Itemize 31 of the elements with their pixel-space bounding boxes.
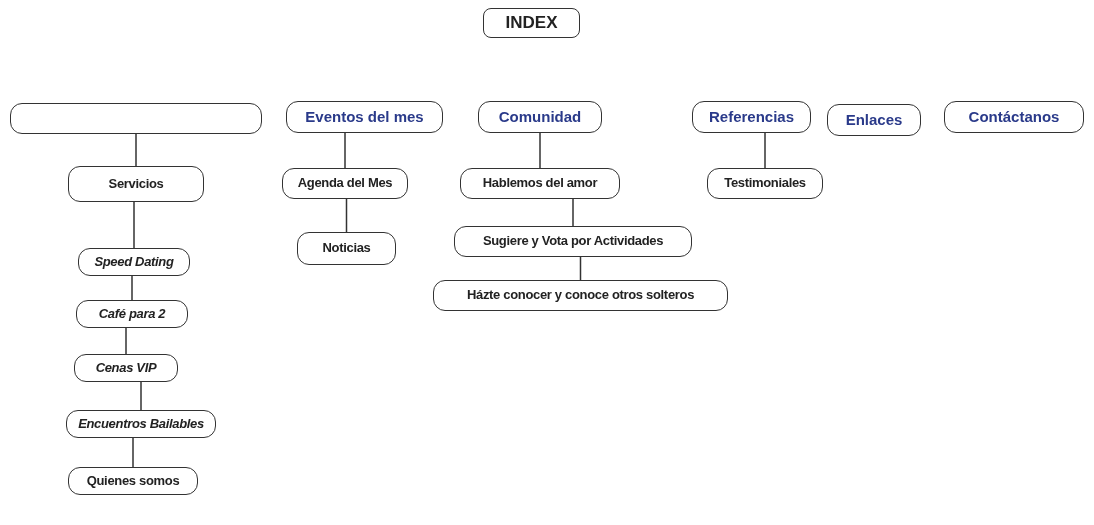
connector-line xyxy=(131,275,133,301)
connector-line xyxy=(344,132,346,169)
connector-line xyxy=(133,201,135,249)
menu-box: Speed Dating xyxy=(78,248,190,276)
menu-box: Encuentros Bailables xyxy=(66,410,216,438)
connector-line xyxy=(140,381,142,411)
menu-box: Hablemos del amor xyxy=(460,168,620,199)
menu-box: Agenda del Mes xyxy=(282,168,408,199)
connector-line xyxy=(572,198,574,227)
connector-line xyxy=(135,133,137,167)
menu-box: Comunidad xyxy=(478,101,602,133)
empty-box xyxy=(10,103,262,134)
menu-box: INDEX xyxy=(483,8,580,38)
menu-box: Enlaces xyxy=(827,104,921,136)
connector-line xyxy=(539,132,541,169)
connector-line xyxy=(132,437,134,468)
menu-box: Házte conocer y conoce otros solteros xyxy=(433,280,728,311)
connector-line xyxy=(125,327,127,355)
connector-line xyxy=(764,132,766,169)
menu-box: Café para 2 xyxy=(76,300,188,328)
menu-box: Contáctanos xyxy=(944,101,1084,133)
menu-box: Noticias xyxy=(297,232,396,265)
connector-line xyxy=(579,256,582,281)
connector-line xyxy=(345,198,348,233)
menu-box: Cenas VIP xyxy=(74,354,178,382)
menu-box: Testimoniales xyxy=(707,168,823,199)
menu-box: Eventos del mes xyxy=(286,101,443,133)
menu-box: Referencias xyxy=(692,101,811,133)
menu-box: Sugiere y Vota por Actividades xyxy=(454,226,692,257)
menu-box: Quienes somos xyxy=(68,467,198,495)
menu-box: Servicios xyxy=(68,166,204,202)
